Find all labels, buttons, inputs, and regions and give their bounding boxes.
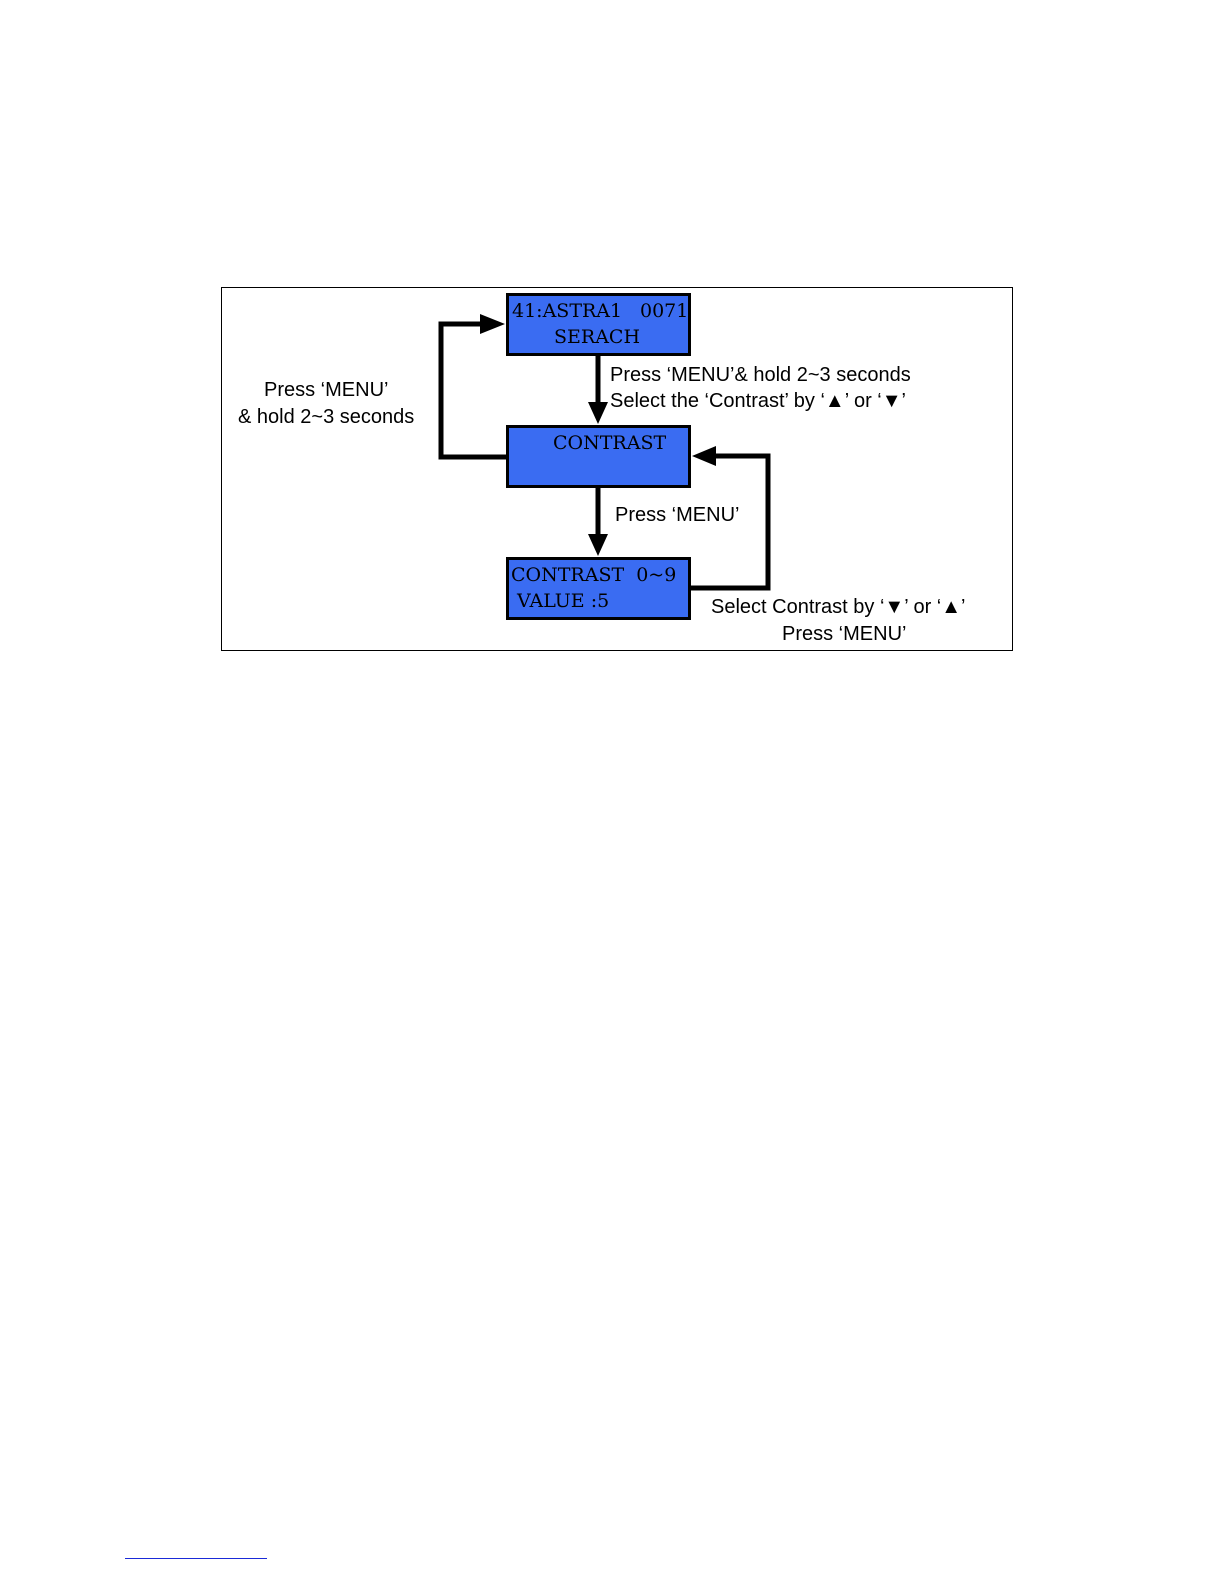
label-enter-menu-line2: Select the ‘Contrast’ by ‘▲’ or ‘▼’ (610, 388, 906, 414)
lcd-search-screen: 41:ASTRA1 0071 SERACH (506, 293, 691, 356)
label-back-to-search-line1: Press ‘MENU’ (264, 377, 388, 403)
label-back-to-search-line2: & hold 2~3 seconds (238, 404, 414, 430)
contrast-menu-text: CONTRAST (553, 430, 666, 456)
lcd-value-screen: CONTRAST 0~9 VALUE :5 (506, 557, 691, 620)
label-set-contrast-line1: Select Contrast by ‘▼’ or ‘▲’ (711, 594, 965, 620)
label-open-contrast: Press ‘MENU’ (615, 502, 739, 528)
search-number-text: 0071 (640, 298, 688, 324)
search-channel-text: 41:ASTRA1 (512, 298, 622, 324)
contrast-value-text: VALUE :5 (511, 588, 609, 614)
label-set-contrast-line2: Press ‘MENU’ (782, 621, 906, 647)
label-enter-menu-line1: Press ‘MENU’& hold 2~3 seconds (610, 362, 911, 388)
search-status-text: SERACH (554, 324, 640, 350)
contrast-range-text: CONTRAST 0~9 (511, 562, 676, 588)
footer-rule (125, 1558, 267, 1559)
lcd-contrast-screen: CONTRAST (506, 425, 691, 488)
